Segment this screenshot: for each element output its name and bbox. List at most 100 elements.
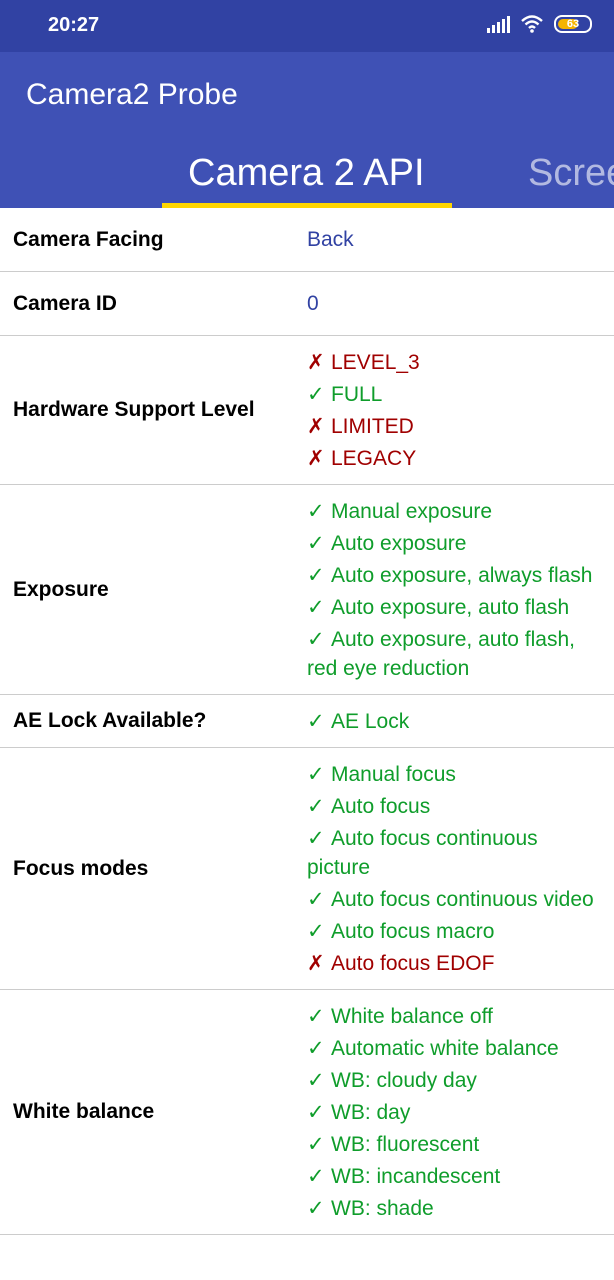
list-item-text: LEGACY	[331, 446, 417, 470]
status-bar: 20:27 63	[0, 0, 614, 52]
list-item-text: WB: cloudy day	[331, 1068, 477, 1092]
signal-icon	[487, 15, 510, 33]
list-item-text: WB: shade	[331, 1196, 434, 1220]
check-icon: ✓	[307, 531, 325, 555]
check-icon: ✓	[307, 1068, 325, 1092]
check-icon: ✓	[307, 762, 325, 786]
row-value: 0	[307, 292, 319, 315]
list-item: ✓Auto focus continuous video	[307, 883, 602, 915]
check-icon: ✓	[307, 887, 325, 911]
list-item: ✗LIMITED	[307, 410, 602, 442]
row-values: ✓AE Lock	[307, 705, 614, 737]
table-row-camera-id: Camera ID 0	[0, 272, 614, 336]
list-item-text: Auto exposure	[331, 531, 467, 555]
row-values: ✓Manual exposure✓Auto exposure✓Auto expo…	[307, 495, 614, 684]
row-label: Camera Facing	[13, 227, 164, 251]
list-item-text: WB: day	[331, 1100, 411, 1124]
row-label: Focus modes	[13, 856, 149, 880]
wifi-icon	[521, 15, 543, 33]
list-item: ✓WB: shade	[307, 1192, 602, 1224]
row-label: Exposure	[13, 577, 109, 601]
list-item-text: WB: incandescent	[331, 1164, 501, 1188]
app-title: Camera2 Probe	[26, 78, 238, 111]
status-icons: 63	[487, 14, 592, 34]
list-item: ✓WB: day	[307, 1096, 602, 1128]
list-item: ✓Auto focus	[307, 790, 602, 822]
list-item: ✓White balance off	[307, 1000, 602, 1032]
tab-indicator	[162, 203, 452, 208]
list-item: ✓WB: fluorescent	[307, 1128, 602, 1160]
list-item: ✓FULL	[307, 378, 602, 410]
list-item-text: Auto exposure, auto flash	[331, 595, 570, 619]
row-value: Back	[307, 228, 354, 251]
status-time: 20:27	[48, 14, 100, 36]
list-item: ✓Auto focus continuous picture	[307, 822, 602, 883]
check-icon: ✓	[307, 382, 325, 406]
app-bar: Camera2 Probe	[0, 52, 614, 138]
cross-icon: ✗	[307, 350, 325, 374]
check-icon: ✓	[307, 1164, 325, 1188]
table-row-exposure: Exposure ✓Manual exposure✓Auto exposure✓…	[0, 485, 614, 695]
list-item-text: FULL	[331, 382, 383, 406]
list-item: ✓Manual focus	[307, 758, 602, 790]
list-item-text: Automatic white balance	[331, 1036, 559, 1060]
row-values: ✓White balance off✓Automatic white balan…	[307, 1000, 614, 1224]
list-item-text: Manual focus	[331, 762, 456, 786]
check-icon: ✓	[307, 919, 325, 943]
list-item-text: Manual exposure	[331, 499, 493, 523]
table-row-camera-facing: Camera Facing Back	[0, 208, 614, 272]
list-item-text: Auto focus continuous video	[331, 887, 594, 911]
cross-icon: ✗	[307, 446, 325, 470]
list-item: ✗LEVEL_3	[307, 346, 602, 378]
info-table: Camera Facing Back Camera ID 0 Hardware …	[0, 208, 614, 1235]
check-icon: ✓	[307, 1004, 325, 1028]
check-icon: ✓	[307, 1132, 325, 1156]
list-item-text: Auto focus continuous picture	[307, 826, 538, 879]
list-item-text: WB: fluorescent	[331, 1132, 480, 1156]
list-item: ✓Auto exposure	[307, 527, 602, 559]
list-item: ✓Auto focus macro	[307, 915, 602, 947]
row-label: Hardware Support Level	[13, 398, 255, 421]
check-icon: ✓	[307, 794, 325, 818]
row-label: AE Lock Available?	[13, 709, 207, 732]
tab-screen[interactable]: Scree	[528, 152, 614, 194]
list-item-text: Auto focus	[331, 794, 431, 818]
check-icon: ✓	[307, 1196, 325, 1220]
list-item: ✓AE Lock	[307, 705, 602, 737]
list-item: ✓WB: incandescent	[307, 1160, 602, 1192]
list-item: ✓Auto exposure, auto flash, red eye redu…	[307, 623, 602, 684]
row-values: ✓Manual focus✓Auto focus✓Auto focus cont…	[307, 758, 614, 979]
list-item: ✓Auto exposure, auto flash	[307, 591, 602, 623]
row-values: ✗LEVEL_3✓FULL✗LIMITED✗LEGACY	[307, 346, 614, 474]
list-item-text: Auto focus EDOF	[331, 951, 495, 975]
check-icon: ✓	[307, 595, 325, 619]
check-icon: ✓	[307, 499, 325, 523]
list-item-text: AE Lock	[331, 709, 410, 733]
check-icon: ✓	[307, 826, 325, 850]
list-item: ✓Automatic white balance	[307, 1032, 602, 1064]
table-row-ae-lock: AE Lock Available? ✓AE Lock	[0, 695, 614, 748]
cross-icon: ✗	[307, 951, 325, 975]
check-icon: ✓	[307, 709, 325, 733]
battery-level: 63	[566, 18, 580, 30]
cross-icon: ✗	[307, 414, 325, 438]
tab-bar: Camera 2 API Scree	[0, 138, 614, 208]
list-item: ✗Auto focus EDOF	[307, 947, 602, 979]
table-row-white-balance: White balance ✓White balance off✓Automat…	[0, 990, 614, 1235]
check-icon: ✓	[307, 1100, 325, 1124]
check-icon: ✓	[307, 1036, 325, 1060]
list-item: ✗LEGACY	[307, 442, 602, 474]
list-item-text: LEVEL_3	[331, 350, 420, 374]
list-item-text: LIMITED	[331, 414, 414, 438]
list-item-text: White balance off	[331, 1004, 493, 1028]
row-label: White balance	[13, 1100, 155, 1123]
table-row-hardware-level: Hardware Support Level ✗LEVEL_3✓FULL✗LIM…	[0, 336, 614, 485]
table-row-focus-modes: Focus modes ✓Manual focus✓Auto focus✓Aut…	[0, 748, 614, 990]
list-item: ✓WB: cloudy day	[307, 1064, 602, 1096]
check-icon: ✓	[307, 627, 325, 651]
list-item-text: Auto exposure, always flash	[331, 563, 593, 587]
tab-camera2-api[interactable]: Camera 2 API	[188, 152, 425, 194]
list-item-text: Auto exposure, auto flash, red eye reduc…	[307, 627, 575, 680]
check-icon: ✓	[307, 563, 325, 587]
battery-icon: 63	[554, 15, 592, 33]
